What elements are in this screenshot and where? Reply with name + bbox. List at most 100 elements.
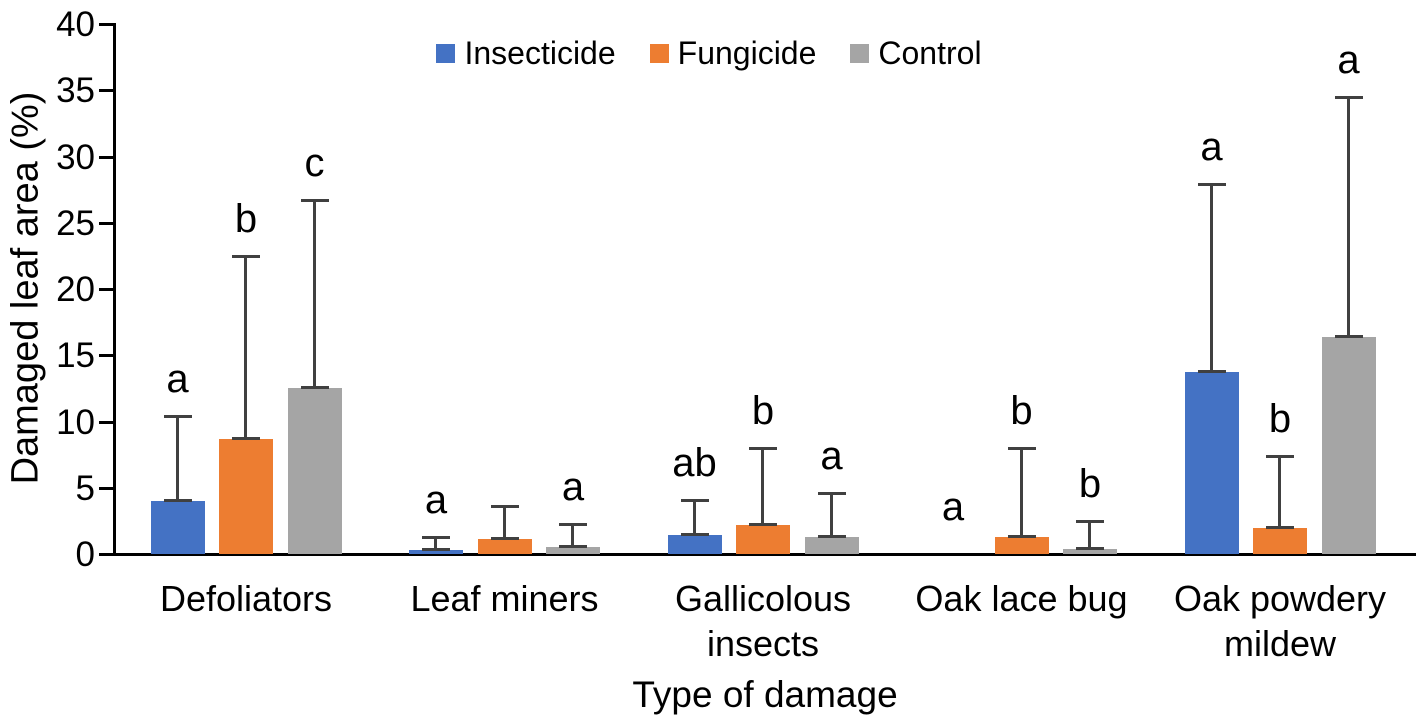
error-bar-fungicide-defoliators <box>244 255 247 439</box>
sig-letter-fungicide-oak-lace-bug: b <box>1010 389 1033 433</box>
bar-insecticide-defoliators <box>150 501 205 554</box>
sig-letter-control-oak-lace-bug: b <box>1078 461 1102 506</box>
y-tick <box>99 89 114 93</box>
sig-letter-control-oak-powdery-mildew: a <box>1337 37 1360 82</box>
error-bar-control-oak-lace-bug <box>1088 520 1091 549</box>
error-bar-insecticide-leaf-miners <box>434 536 437 551</box>
error-bar-cap-bottom-fungicide-defoliators <box>232 436 260 440</box>
x-label-leaf-miners: Leaf miners <box>410 578 599 619</box>
error-bar-cap-bottom-insecticide-oak-powdery-mildew <box>1197 370 1226 374</box>
error-bar-fungicide-oak-powdery-mildew <box>1278 455 1281 528</box>
bar-fungicide-defoliators <box>219 438 273 554</box>
error-bar-insecticide-defoliators <box>175 416 179 501</box>
sig-letter-fungicide-defoliators: b <box>234 196 258 241</box>
y-tick-label: 15 <box>56 336 95 376</box>
y-tick <box>99 354 114 358</box>
legend: Insecticide Fungicide Control <box>0 37 1418 69</box>
legend-item-control: Control <box>850 35 982 71</box>
error-bar-cap-top-control-oak-lace-bug <box>1076 519 1104 523</box>
error-bar-cap-top-fungicide-defoliators <box>232 254 260 258</box>
bar-fungicide-leaf-miners <box>477 539 532 554</box>
error-bar-control-gallicolous-insects <box>829 493 833 537</box>
error-bar-cap-bottom-fungicide-gallicolous-insects <box>749 522 777 526</box>
y-tick <box>99 486 114 490</box>
error-bar-cap-bottom-control-defoliators <box>300 386 329 390</box>
bar-control-oak-lace-bug <box>1063 548 1117 554</box>
error-bar-cap-bottom-control-leaf-miners <box>559 545 587 549</box>
error-bar-insecticide-gallicolous-insects <box>692 499 696 536</box>
y-tick <box>99 420 114 424</box>
x-label-defoliators: Defoliators <box>159 578 333 619</box>
y-tick-label: 40 <box>56 5 95 44</box>
error-bar-cap-top-fungicide-gallicolous-insects <box>749 447 777 450</box>
sig-letter-insecticide-oak-lace-bug: a <box>941 485 965 529</box>
y-tick-label: 25 <box>56 203 95 243</box>
y-tick-label: 30 <box>56 137 95 177</box>
bar-insecticide-gallicolous-insects <box>667 535 722 554</box>
error-bar-cap-bottom-control-gallicolous-insects <box>817 534 846 538</box>
error-bar-cap-bottom-fungicide-oak-lace-bug <box>1007 534 1036 538</box>
bar-fungicide-gallicolous-insects <box>736 524 790 554</box>
bar-fungicide-oak-powdery-mildew <box>1253 527 1307 554</box>
error-bar-cap-top-insecticide-gallicolous-insects <box>680 498 709 502</box>
error-bar-cap-bottom-insecticide-gallicolous-insects <box>680 533 709 537</box>
error-bar-cap-top-fungicide-oak-powdery-mildew <box>1266 454 1294 458</box>
sig-letter-insecticide-oak-powdery-mildew: a <box>1200 125 1223 170</box>
error-bar-cap-top-control-gallicolous-insects <box>817 492 846 496</box>
error-bar-cap-top-fungicide-leaf-miners <box>490 505 519 509</box>
sig-letter-control-defoliators: c <box>304 141 325 186</box>
sig-letter-insecticide-gallicolous-insects: ab <box>672 440 717 485</box>
error-bar-insecticide-oak-powdery-mildew <box>1209 184 1213 373</box>
legend-swatch-fungicide <box>649 43 669 63</box>
error-bar-cap-bottom-insecticide-defoliators <box>163 499 192 502</box>
y-tick-label: 5 <box>75 468 95 508</box>
y-tick <box>99 155 114 159</box>
legend-label-insecticide: Insecticide <box>464 35 616 71</box>
error-bar-control-defoliators <box>312 200 316 389</box>
legend-item-fungicide: Fungicide <box>649 35 817 71</box>
error-bar-cap-top-control-oak-powdery-mildew <box>1334 95 1363 99</box>
error-bar-cap-top-fungicide-oak-lace-bug <box>1007 447 1036 450</box>
y-tick <box>99 23 114 26</box>
y-tick <box>99 553 114 556</box>
error-bar-cap-bottom-fungicide-leaf-miners <box>490 537 519 541</box>
y-tick-label: 0 <box>75 535 95 574</box>
sig-letter-insecticide-defoliators: a <box>166 357 189 402</box>
sig-letter-fungicide-oak-powdery-mildew: b <box>1268 396 1292 441</box>
error-bar-fungicide-oak-lace-bug <box>1019 448 1023 537</box>
y-tick <box>99 221 114 225</box>
error-bar-cap-top-control-leaf-miners <box>559 522 587 526</box>
error-bar-cap-bottom-control-oak-powdery-mildew <box>1334 334 1363 338</box>
legend-label-control: Control <box>878 35 982 71</box>
error-bar-cap-top-insecticide-oak-powdery-mildew <box>1197 183 1226 187</box>
legend-label-fungicide: Fungicide <box>677 35 817 71</box>
sig-letter-control-gallicolous-insects: a <box>820 434 843 479</box>
y-tick-label: 20 <box>56 270 95 309</box>
y-axis-line <box>113 23 116 556</box>
y-tick-label: 35 <box>56 71 95 111</box>
x-label-oak-powdery-mildew: Oak powdery mildew <box>1173 578 1387 664</box>
error-bar-cap-bottom-insecticide-leaf-miners <box>422 548 450 552</box>
x-axis-title: Type of damage <box>632 674 898 715</box>
error-bar-cap-bottom-fungicide-oak-powdery-mildew <box>1266 525 1294 529</box>
x-label-gallicolous-insects: Gallicolous insects <box>674 578 852 664</box>
error-bar-cap-top-insecticide-defoliators <box>163 415 192 419</box>
legend-swatch-insecticide <box>436 43 456 63</box>
error-bar-cap-top-insecticide-leaf-miners <box>422 535 450 539</box>
error-bar-cap-bottom-control-oak-lace-bug <box>1076 546 1104 550</box>
error-bar-control-oak-powdery-mildew <box>1346 96 1350 337</box>
bar-control-defoliators <box>287 388 342 554</box>
error-bar-fungicide-leaf-miners <box>502 506 506 540</box>
bar-fungicide-oak-lace-bug <box>994 536 1049 554</box>
bar-control-gallicolous-insects <box>804 536 859 554</box>
legend-item-insecticide: Insecticide <box>436 35 616 71</box>
legend-swatch-control <box>850 43 870 63</box>
error-bar-fungicide-gallicolous-insects <box>761 448 764 525</box>
y-tick <box>99 288 114 291</box>
bar-insecticide-leaf-miners <box>409 550 463 554</box>
sig-letter-fungicide-gallicolous-insects: b <box>751 389 775 433</box>
sig-letter-control-leaf-miners: a <box>561 464 585 509</box>
error-bar-control-leaf-miners <box>571 523 574 548</box>
x-axis-line <box>113 553 1416 556</box>
